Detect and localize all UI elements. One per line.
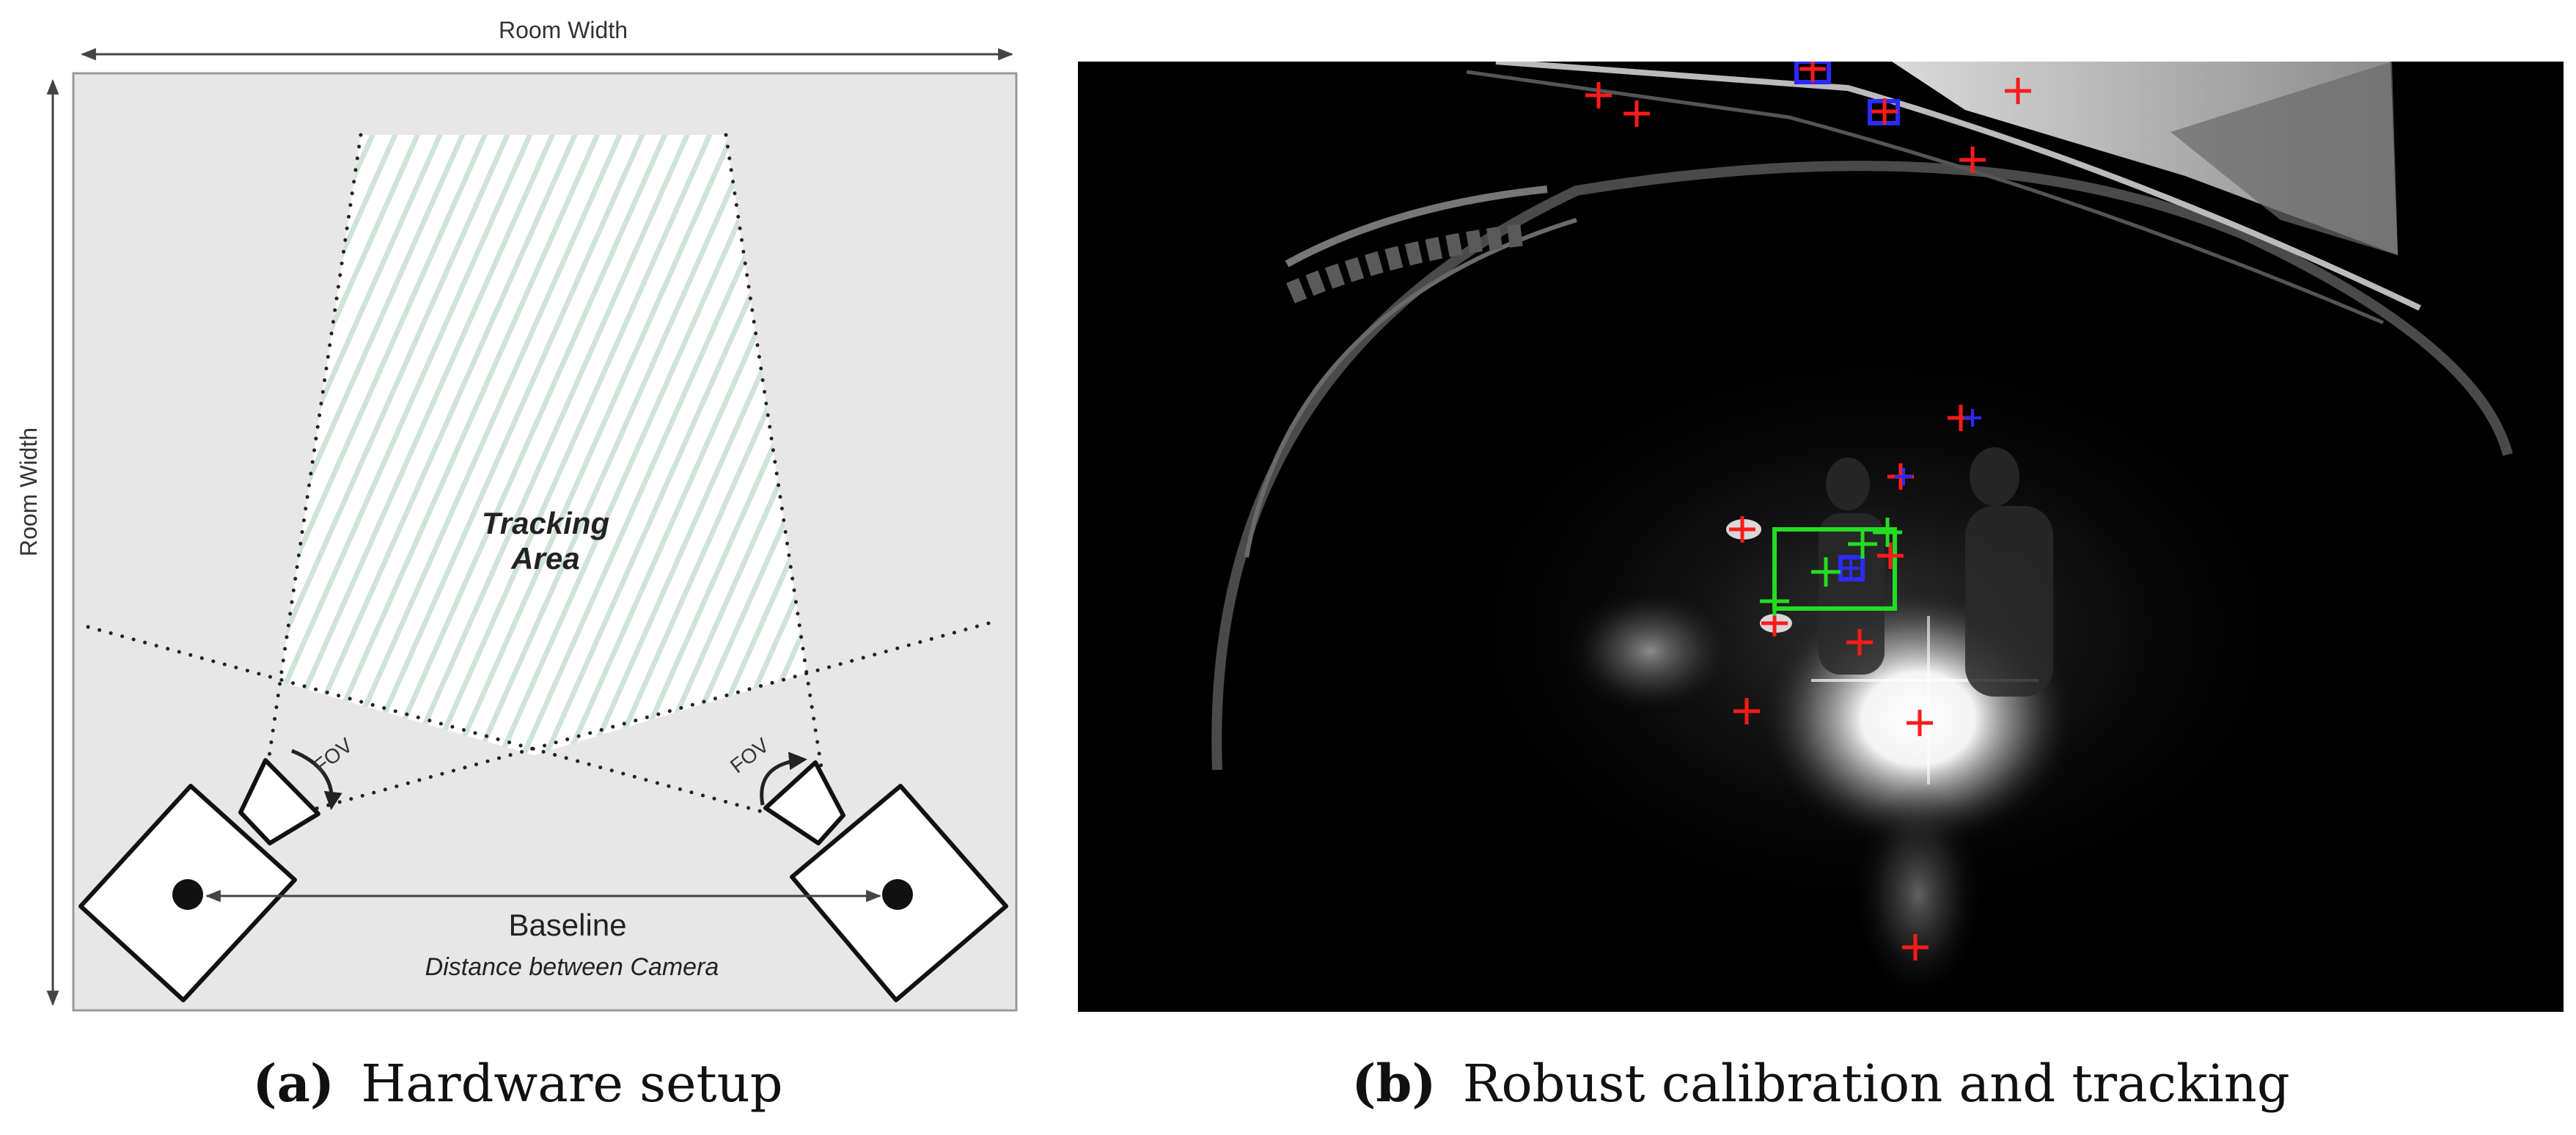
left-camera: [78, 758, 320, 1002]
ceiling-beam: [1466, 62, 2421, 325]
fov-left-arrow-icon: [291, 749, 342, 810]
floor-reflection: [1852, 785, 1984, 1004]
baseline-sublabel: Distance between Camera: [425, 953, 719, 981]
right-camera: [763, 760, 1008, 1002]
caption-a-label: (a): [252, 1053, 334, 1114]
baseline-label: Baseline: [508, 908, 626, 942]
panel-b-tracking-image: (b) Robust calibration and tracking: [1078, 62, 2564, 1114]
soft-light-blob: [1562, 585, 1738, 717]
left-camera-dot: [172, 879, 203, 910]
panel-a-hardware-setup: Room Width Room Width: [15, 17, 1018, 1114]
caption-a: (a) Hardware setup: [252, 1053, 782, 1114]
caption-b-text: Robust calibration and tracking: [1463, 1054, 2290, 1114]
red-cross-markers: [1585, 62, 2031, 960]
caption-a-text: Hardware setup: [361, 1054, 782, 1114]
fisheye-dome: [1211, 161, 2513, 771]
fov-dotted-lines: [86, 133, 991, 816]
people-silhouettes: [1819, 447, 2053, 697]
right-camera-lens-shape: [763, 760, 845, 845]
tracking-area-label-line2: Area: [510, 541, 579, 576]
fov-right-arrow-icon: [760, 752, 807, 806]
left-room-width-label: Room Width: [15, 427, 42, 557]
blue-cross-markers: [1842, 409, 1981, 577]
green-cross-markers: [1760, 518, 1902, 616]
caption-b: (b) Robust calibration and tracking: [1351, 1053, 2289, 1114]
caption-b-label: (b): [1351, 1053, 1436, 1114]
top-room-width-label: Room Width: [499, 17, 628, 43]
tracked-object-box: [1772, 527, 1897, 611]
left-camera-lens-shape: [238, 758, 320, 845]
tracking-area: [280, 135, 807, 755]
tracking-area-label-line1: Tracking: [482, 506, 609, 540]
right-camera-dot: [882, 879, 913, 910]
